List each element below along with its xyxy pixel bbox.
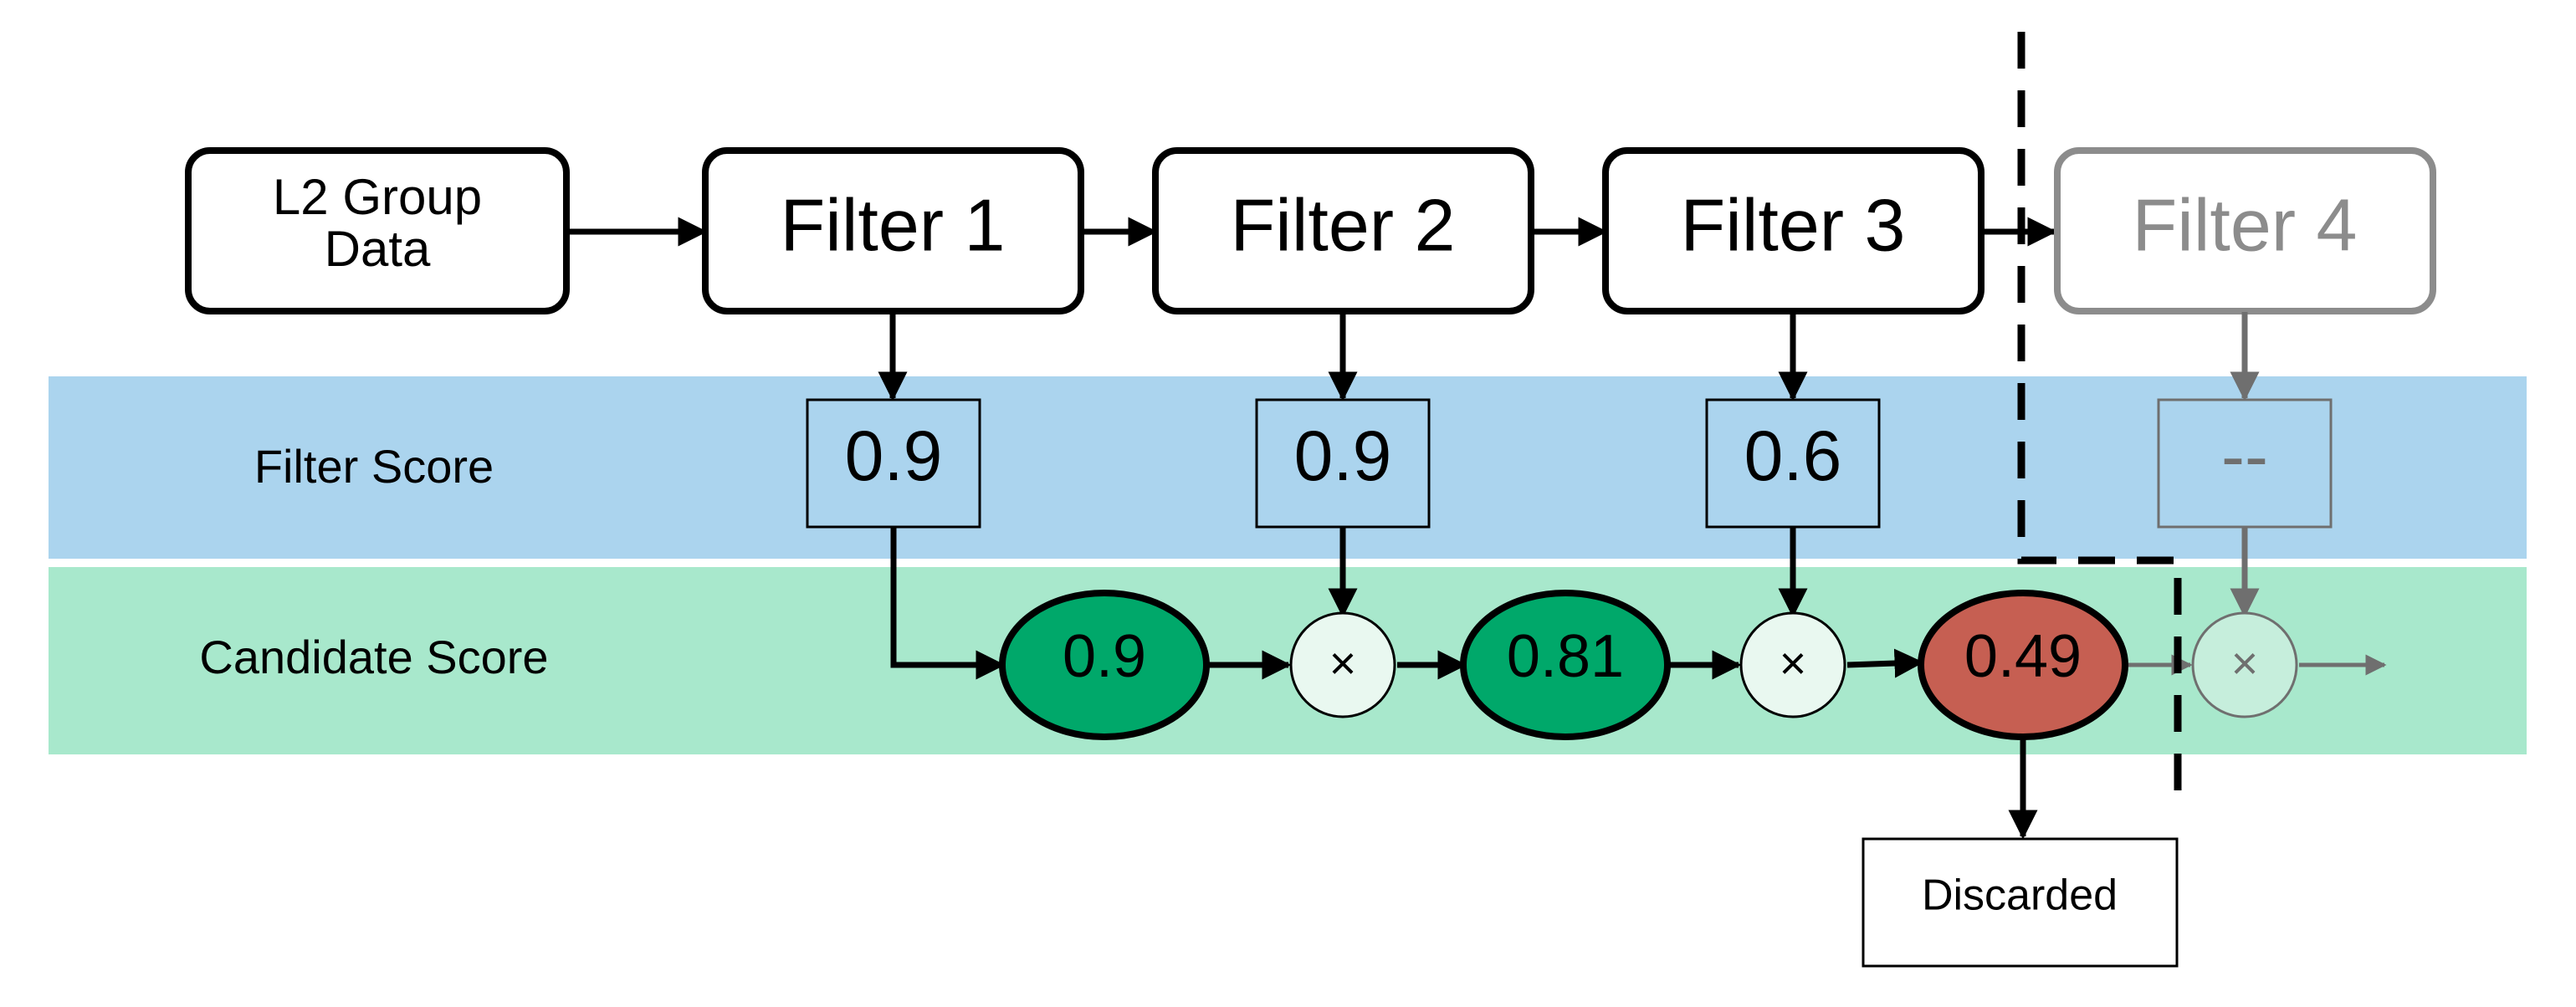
filter2-score: 0.9 bbox=[1294, 417, 1392, 495]
candidate-score-row-label: Candidate Score bbox=[199, 631, 548, 683]
source-box bbox=[185, 147, 570, 314]
filter2-label: Filter 2 bbox=[1231, 183, 1456, 266]
multiply1-symbol: × bbox=[1329, 636, 1357, 689]
cutoff-dashed-line bbox=[2017, 32, 2182, 810]
filter3-label: Filter 3 bbox=[1681, 183, 1906, 266]
arrow-score1-to-candidate1 bbox=[890, 527, 1006, 680]
filter4-box bbox=[2054, 147, 2436, 314]
candidate2-node bbox=[1460, 590, 1671, 740]
candidate3-node bbox=[1918, 590, 2128, 740]
multiply1-node bbox=[1289, 611, 1396, 718]
multiply2-symbol: × bbox=[1780, 636, 1807, 689]
filter4-score: -- bbox=[2221, 417, 2268, 495]
multiply3-symbol: × bbox=[2231, 636, 2259, 689]
multiply2-node bbox=[1739, 611, 1846, 718]
filter2-box bbox=[1152, 147, 1534, 314]
discarded-box bbox=[1862, 837, 2179, 968]
filter1-score: 0.9 bbox=[845, 417, 943, 495]
candidate1-node bbox=[999, 590, 1210, 740]
arrow-multiply2-to-candidate3 bbox=[1846, 648, 1924, 678]
multiply3-node bbox=[2191, 611, 2298, 718]
filter3-box bbox=[1602, 147, 1984, 314]
source-label-line1: L2 Group bbox=[273, 169, 482, 225]
discarded-label: Discarded bbox=[1922, 872, 2118, 920]
candidate2-value: 0.81 bbox=[1507, 623, 1624, 690]
filter1-box bbox=[702, 147, 1084, 314]
filter-score-band bbox=[49, 376, 2527, 559]
source-label-line2: Data bbox=[325, 221, 431, 277]
candidate1-value: 0.9 bbox=[1063, 623, 1146, 690]
filter-score-row-label: Filter Score bbox=[254, 440, 494, 493]
candidate3-value: 0.49 bbox=[1964, 623, 2082, 690]
filter3-score: 0.6 bbox=[1744, 417, 1842, 495]
filter4-label: Filter 4 bbox=[2133, 183, 2358, 266]
filter1-label: Filter 1 bbox=[781, 183, 1006, 266]
